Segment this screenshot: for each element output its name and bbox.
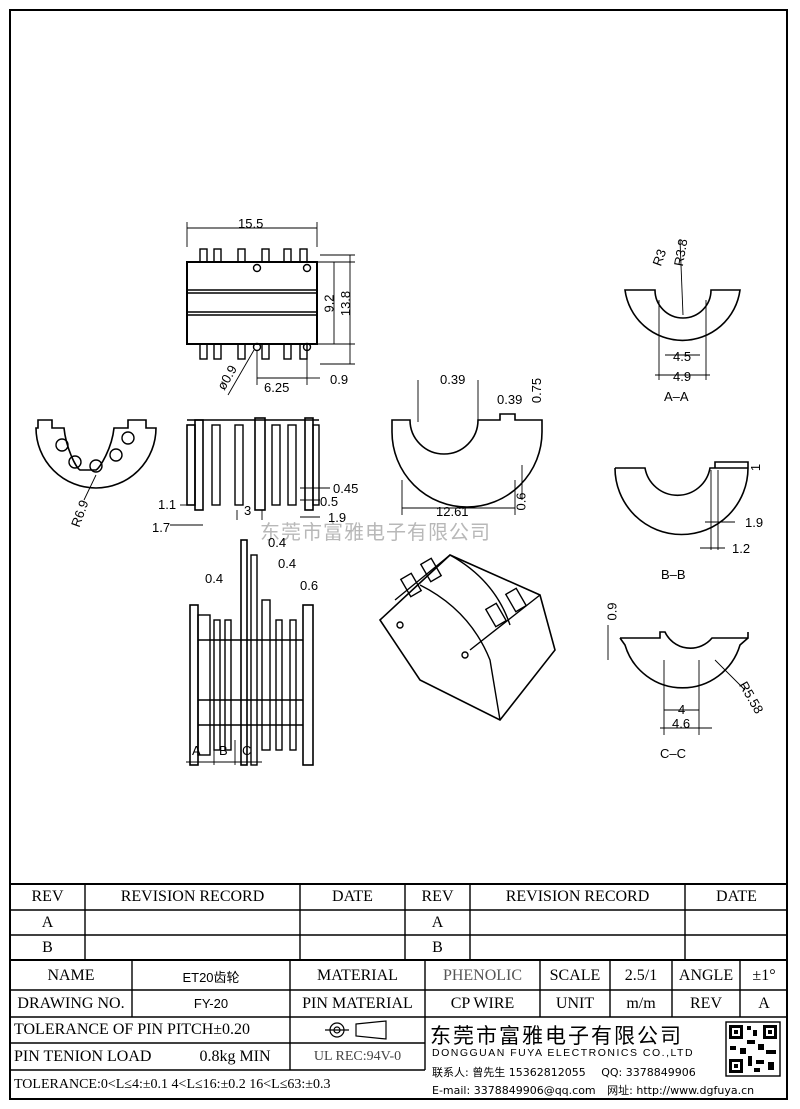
dim-bb-12: 1.2 <box>732 541 751 556</box>
section-label-bb: B–B <box>661 567 686 582</box>
scale-value: 2.5/1 <box>624 967 658 984</box>
dim-aa-45: 4.5 <box>673 349 692 364</box>
drawing-frame <box>9 9 788 1100</box>
qq-label: QQ: <box>601 1066 623 1079</box>
scale-label: SCALE <box>549 967 601 984</box>
watermark: 东莞市富雅电子有限公司 <box>260 520 491 544</box>
section-b-marker: B <box>219 743 228 758</box>
dim-17: 1.7 <box>152 520 171 535</box>
material-value: PHENOLIC <box>442 967 523 984</box>
email-label: E-mail: <box>432 1084 471 1097</box>
pin-material-value: CP WIRE <box>450 994 515 1012</box>
revision-record-header-2: REVISION RECORD <box>505 888 650 905</box>
isometric-view <box>378 554 556 722</box>
tolerance-pitch: TOLERANCE OF PIN PITCH±0.20 <box>14 1021 251 1038</box>
section-a-a <box>624 239 741 380</box>
dim-aa-49: 4.9 <box>673 369 692 384</box>
contact-label: 联系人: <box>432 1066 469 1079</box>
projection-symbol-icon <box>325 1020 387 1040</box>
name-label: NAME <box>47 967 95 984</box>
email-value: 3378849906@qq.com <box>473 1084 596 1097</box>
company-contact: 联系人: 曾先生 15362812055 QQ: 3378849906 <box>432 1064 696 1080</box>
dim-3: 3 <box>244 503 252 518</box>
company-name-en: DONGGUAN FUYA ELECTRONICS CO.,LTD <box>432 1047 695 1059</box>
pin-material-label: PIN MATERIAL <box>302 994 413 1012</box>
gear-end-view <box>35 419 157 501</box>
rev-row-b-left: B <box>42 938 53 956</box>
section-label-aa: A–A <box>664 389 689 404</box>
qq-value: 3378849906 <box>625 1066 696 1079</box>
ul-rec: UL REC:94V-0 <box>313 1048 402 1064</box>
dim-mid-039a: 0.39 <box>440 372 466 387</box>
dim-04-left: 0.4 <box>205 571 224 586</box>
angle-value: ±1° <box>752 967 776 984</box>
section-c-marker: C <box>242 743 252 758</box>
dim-top-width: 15.5 <box>238 216 264 231</box>
rev-value: A <box>758 994 770 1012</box>
middle-section-view <box>391 380 543 515</box>
dim-cc-46: 4.6 <box>672 716 691 731</box>
unit-value: m/m <box>626 994 656 1012</box>
rev-row-a-right: A <box>431 913 444 931</box>
date-header-2: DATE <box>716 888 757 905</box>
section-a-marker: A <box>192 743 201 758</box>
dim-11: 1.1 <box>158 497 177 512</box>
dim-mid-06: 0.6 <box>513 492 529 511</box>
dim-045: 0.45 <box>333 481 359 496</box>
rev-row-b-right: B <box>432 938 443 956</box>
dim-05: 0.5 <box>320 494 339 509</box>
section-c-c <box>607 625 749 735</box>
dim-cc-4: 4 <box>678 702 686 717</box>
rev-header-2: REV <box>421 888 454 905</box>
drawing-no-value: FY-20 <box>193 996 229 1011</box>
rev-label: REV <box>690 994 722 1012</box>
side-view <box>170 417 330 526</box>
material-label: MATERIAL <box>317 967 398 984</box>
unit-label: UNIT <box>555 994 595 1012</box>
dim-04-right: 0.4 <box>278 556 297 571</box>
dim-bb-19: 1.9 <box>745 515 764 530</box>
website-value: http://www.dgfuya.cn <box>636 1084 755 1097</box>
dim-bb-1: 1 <box>748 463 764 472</box>
rev-header-1: REV <box>31 888 64 905</box>
dim-mid-1261: 12.61 <box>436 504 469 519</box>
dim-pitch: 6.25 <box>264 380 290 395</box>
dim-04-top: 0.4 <box>268 535 287 550</box>
website-label: 网址: <box>607 1084 633 1097</box>
pin-tension-label: PIN TENION LOAD <box>14 1047 152 1065</box>
dim-19: 1.9 <box>328 510 347 525</box>
dim-mid-039b: 0.39 <box>497 392 523 407</box>
title-block-grid <box>10 883 788 1071</box>
top-view <box>186 222 355 396</box>
dim-06: 0.6 <box>300 578 319 593</box>
lower-front-view <box>186 539 314 766</box>
section-b-b <box>614 461 749 550</box>
revision-record-header-1: REVISION RECORD <box>120 888 265 905</box>
dim-cc-09: 0.9 <box>604 602 620 621</box>
section-label-cc: C–C <box>660 746 687 761</box>
drawing-no-label: DRAWING NO. <box>17 994 125 1012</box>
pin-tension-value: 0.8kg MIN <box>199 1047 271 1065</box>
company-name-cn: 东莞市富雅电子有限公司 <box>430 1024 683 1048</box>
name-value: ET20齿轮 <box>182 969 240 985</box>
dim-mid-075: 0.75 <box>529 377 545 404</box>
qr-code-icon <box>725 1021 781 1077</box>
tolerance-general: TOLERANCE:0<L≤4:±0.1 4<L≤16:±0.2 16<L≤63… <box>14 1077 331 1092</box>
company-web: E-mail: 3378849906@qq.com 网址: http://www… <box>432 1082 754 1098</box>
angle-label: ANGLE <box>678 967 734 984</box>
contact-value: 曾先生 15362812055 <box>472 1066 586 1079</box>
rev-row-a-left: A <box>41 913 54 931</box>
dim-09: 0.9 <box>330 372 349 387</box>
dim-height-138: 13.8 <box>338 290 354 317</box>
dim-height-92: 9.2 <box>321 294 337 313</box>
date-header-1: DATE <box>332 888 373 905</box>
